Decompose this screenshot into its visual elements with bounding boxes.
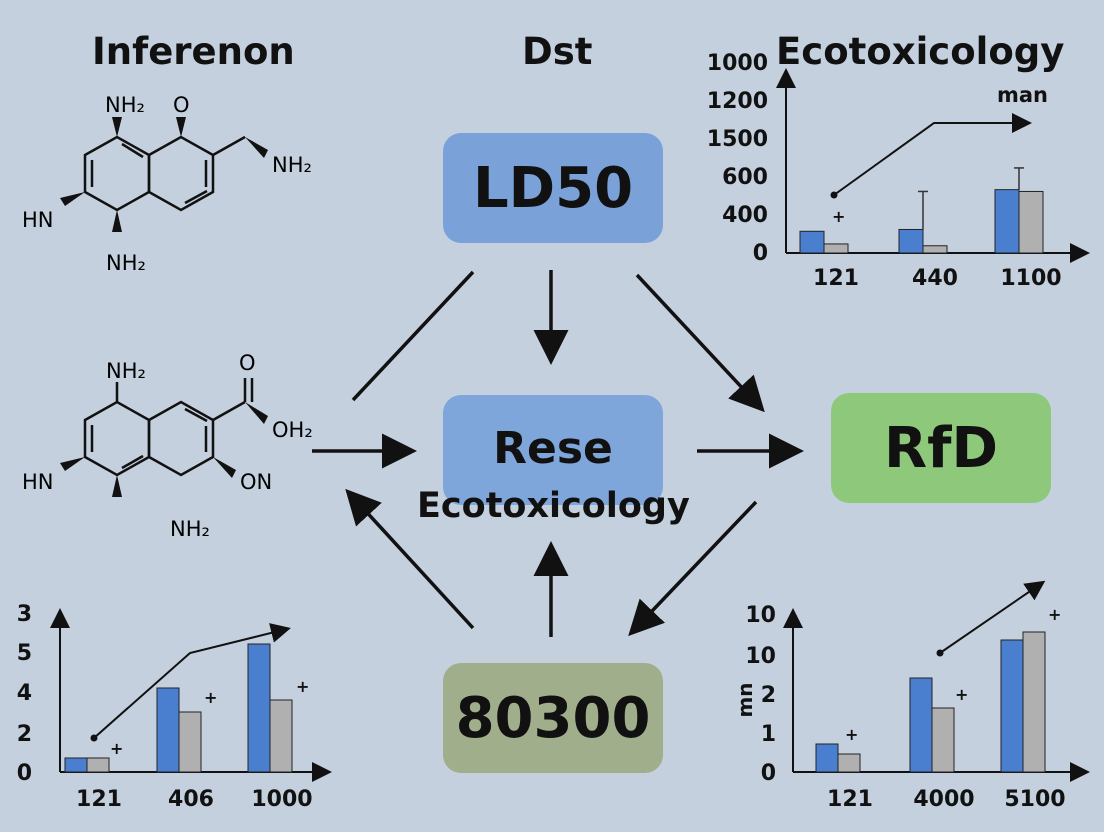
rfd-label: RfD xyxy=(884,415,998,481)
mol2-oh2-right: OH₂ xyxy=(272,418,313,442)
mol2-o-top: O xyxy=(239,351,256,375)
mol2-on-right: ON xyxy=(240,470,272,494)
y-tick-label: 1500 xyxy=(707,127,768,152)
chart-bar xyxy=(1000,639,1024,773)
y-tick-label: 10 xyxy=(745,644,776,669)
heading-right: Ecotoxicology xyxy=(776,30,1065,73)
chart-bar xyxy=(909,677,933,773)
y-tick-label: 10 xyxy=(745,603,776,628)
chart-bar xyxy=(898,228,924,254)
chart-bar xyxy=(799,230,825,254)
chart-bar xyxy=(823,243,849,254)
rese-label: Rese xyxy=(493,423,613,474)
x-tick-label: 1100 xyxy=(1000,266,1061,291)
mol1-nh2-top: NH₂ xyxy=(105,93,145,117)
mol2-nh2-bottom: NH₂ xyxy=(170,517,210,541)
chart-bar xyxy=(815,743,839,773)
y-tick-label: 1200 xyxy=(707,89,768,114)
y-tick-label: 600 xyxy=(722,165,768,190)
rfd-node: RfD xyxy=(831,393,1051,503)
y-tick-label: 400 xyxy=(722,203,768,228)
rese-sublabel: Ecotoxicology xyxy=(417,486,690,526)
x-tick-label: 406 xyxy=(168,787,214,812)
arrow-ld50-to-rfd xyxy=(635,273,765,413)
arrow-ld50-to-left xyxy=(351,270,475,402)
trend-line xyxy=(939,580,1046,654)
chart-bar xyxy=(931,707,955,773)
significance-marker: + xyxy=(296,677,309,696)
arrow-value-to-left xyxy=(345,488,475,630)
value-node: 80300 xyxy=(443,663,663,773)
y-tick-label: 0 xyxy=(753,241,768,266)
molecule-structure-mid: NH₂ O OH₂ HN ON NH₂ xyxy=(22,351,313,541)
y-tick-label: 0 xyxy=(17,761,32,786)
y-axis-label: mn xyxy=(733,682,757,717)
y-tick-label: 1 xyxy=(761,722,776,747)
y-tick-label: 3 xyxy=(17,602,32,627)
ld50-node: LD50 xyxy=(443,133,663,243)
significance-marker: + xyxy=(110,739,123,758)
trend-line xyxy=(93,623,291,739)
series-label: man xyxy=(997,83,1048,107)
y-tick-label: 0 xyxy=(761,761,776,786)
y-tick-label: 4 xyxy=(17,681,32,706)
chart-bar xyxy=(922,245,948,254)
heading-left: Inferenon xyxy=(92,30,295,73)
chart-bar xyxy=(1022,631,1046,773)
y-tick-label: 1000 xyxy=(707,51,768,76)
mol1-nh2-right: NH₂ xyxy=(272,153,312,177)
value-label: 80300 xyxy=(455,685,651,751)
chart-bar xyxy=(269,699,293,773)
rese-node: Rese xyxy=(443,395,663,505)
significance-marker: + xyxy=(845,725,858,744)
significance-marker: + xyxy=(955,685,968,704)
y-tick-label: 2 xyxy=(17,722,32,747)
x-tick-label: 4000 xyxy=(913,787,974,812)
chart-bar xyxy=(86,757,110,773)
y-tick-label: 2 xyxy=(761,683,776,708)
molecule-structure-top: NH₂ O NH₂ HN NH₂ xyxy=(22,93,312,275)
significance-marker: + xyxy=(1048,605,1061,624)
mol2-hn-left: HN xyxy=(22,470,54,494)
chart-bar xyxy=(178,711,202,773)
mol1-o-top: O xyxy=(173,93,190,117)
x-tick-label: 121 xyxy=(827,787,873,812)
x-tick-label: 121 xyxy=(76,787,122,812)
chart-bar xyxy=(837,753,861,773)
mol1-hn-left: HN xyxy=(22,208,54,232)
trend-line xyxy=(833,113,1032,196)
x-tick-label: 121 xyxy=(813,266,859,291)
significance-marker: + xyxy=(832,207,845,226)
ld50-label: LD50 xyxy=(472,155,634,221)
mol1-nh2-bottom: NH₂ xyxy=(106,251,146,275)
significance-marker: + xyxy=(204,688,217,707)
x-tick-label: 440 xyxy=(912,266,958,291)
x-tick-label: 1000 xyxy=(251,787,312,812)
y-tick-label: 5 xyxy=(17,641,32,666)
heading-center: Dst xyxy=(522,30,593,73)
x-tick-label: 5100 xyxy=(1004,787,1065,812)
chart-bar xyxy=(1018,190,1044,254)
mol2-nh2-top: NH₂ xyxy=(106,359,146,383)
arrow-rfd-to-value xyxy=(628,500,758,637)
